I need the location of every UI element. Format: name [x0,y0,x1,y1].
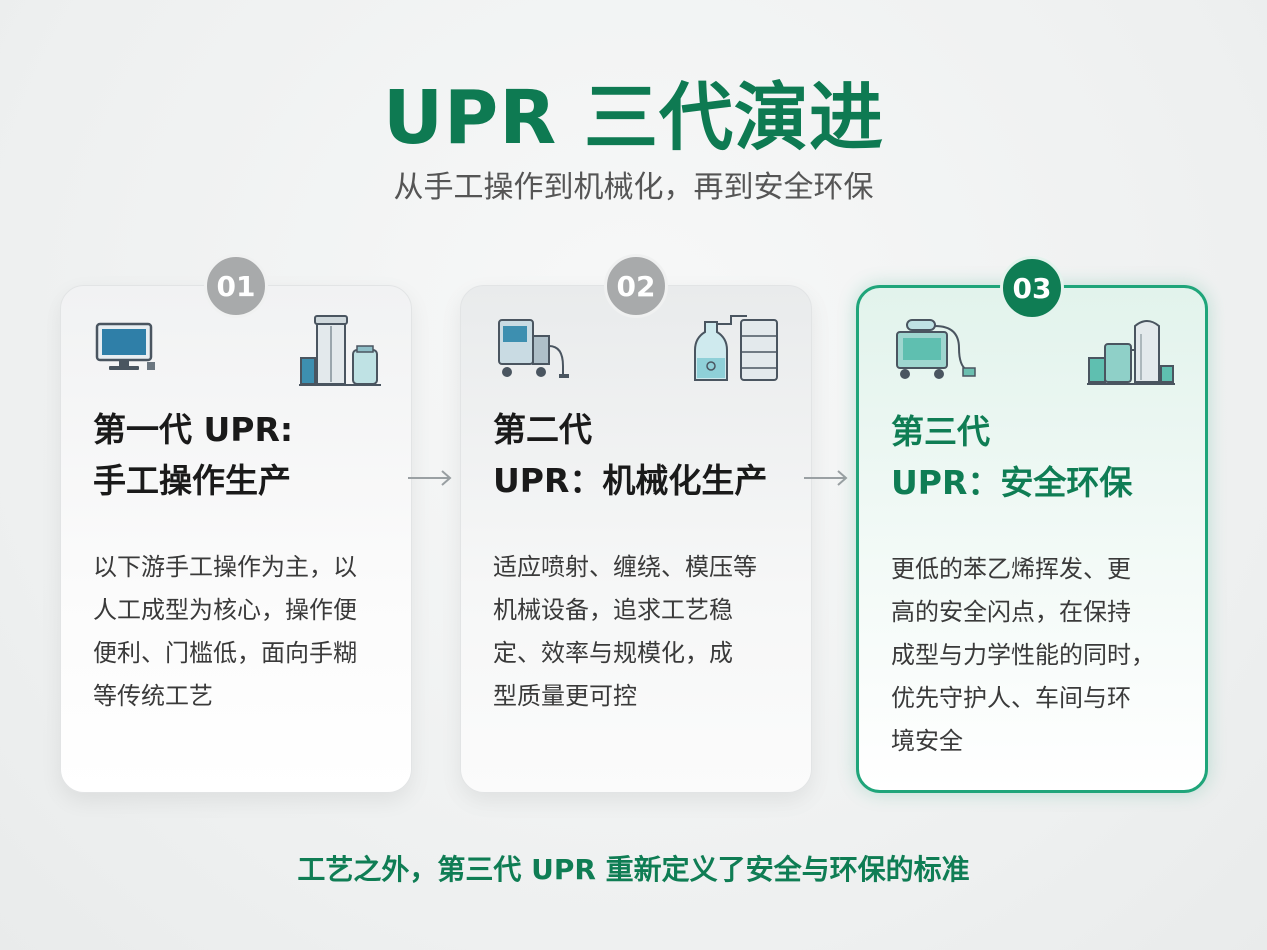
page-title: UPR 三代演进 [382,75,885,161]
card-description: 更低的苯乙烯挥发、更 高的安全闪点，在保持 成型与力学性能的同时， 优先守护人、… [891,555,1155,755]
generation-card-2: 02 第二代 UPR：机械化生产 适应喷射、缠绕、模压等 机械设备，追求工艺 [460,254,812,793]
footer-tagline: 工艺之外，第三代 UPR 重新定义了安全与环保的标准 [297,853,970,886]
step-badge-3: 03 [1000,256,1064,320]
card-heading: 第三代 UPR：安全环保 [891,412,1133,502]
card-heading: 第一代 UPR: 手工操作生产 [93,410,294,500]
page-subtitle: 从手工操作到机械化，再到安全环保 [393,170,874,205]
storage-tank-icon [297,312,383,392]
chemical-containers-icon [691,312,783,388]
generation-card-3: 03 第三代 UPR：安全环保 更低的苯乙烯挥发、更 高的安全闪点，在保持 成型… [856,256,1208,793]
card-description: 以下游手工操作为主，以 人工成型为核心，操作便 便利、门槛低，面向手糊 等传统工… [93,553,357,710]
arrow-right-icon [408,470,452,486]
step-badge-1: 01 [204,254,268,318]
mobile-equipment-icon [891,318,981,386]
arrow-right-icon [804,470,848,486]
computer-monitor-icon [93,316,159,380]
card-description: 适应喷射、缠绕、模压等 机械设备，追求工艺稳 定、效率与规模化，成 型质量更可控 [493,553,757,710]
step-badge-2: 02 [604,254,668,318]
reactor-plant-icon [1085,314,1177,394]
spray-machine-icon [493,316,579,386]
generation-card-1: 01 第一代 UPR: 手工操作生产 以下游手工操作为主，以 人工成型为核心，操… [60,254,412,793]
card-heading: 第二代 UPR：机械化生产 [493,410,768,500]
